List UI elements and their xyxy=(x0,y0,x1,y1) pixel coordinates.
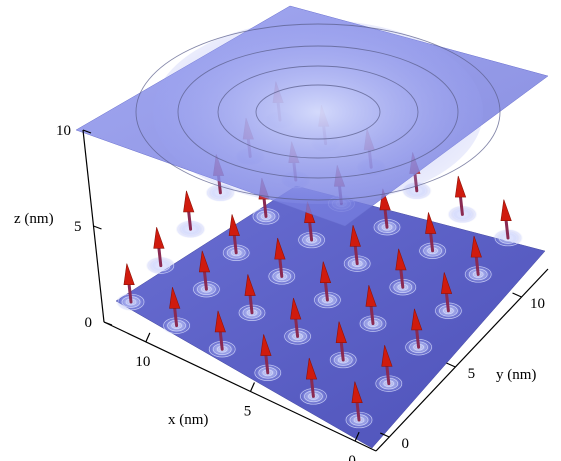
x-tick-label: 0 xyxy=(348,453,356,461)
x-axis-label: x (nm) xyxy=(168,412,208,428)
spin-arrow-head xyxy=(381,345,393,367)
spin-arrow-shaft xyxy=(248,294,254,315)
spin-arrow-head xyxy=(335,321,347,344)
spin-arrow-head xyxy=(274,237,286,260)
spin-arrow-head xyxy=(365,285,377,307)
spin-arrow-head xyxy=(244,274,256,296)
spin-arrow-shaft xyxy=(157,246,163,268)
spin-arrow-head xyxy=(123,263,135,286)
spin-arrow-shaft xyxy=(445,292,450,313)
z-axis-label: z (nm) xyxy=(14,211,54,227)
top-plane-glow xyxy=(153,20,483,204)
spin-arrow-shaft xyxy=(353,244,359,266)
spin-arrow-head xyxy=(349,225,361,247)
z-tick xyxy=(103,321,113,326)
spin-arrow-shaft xyxy=(339,341,345,362)
spin-arrow-head xyxy=(425,212,437,234)
z-tick-label: 0 xyxy=(85,315,93,331)
spin-arrow-head xyxy=(198,250,211,273)
z-tick xyxy=(93,225,102,230)
spin-arrow-head xyxy=(500,199,512,222)
spin-arrow-head xyxy=(183,190,195,213)
spin-arrow-head xyxy=(260,334,272,356)
spin-arrow-shaft xyxy=(504,219,510,240)
x-axis-line xyxy=(103,321,377,452)
z-tick-label: 10 xyxy=(56,123,71,139)
y-tick-label: 5 xyxy=(468,366,476,382)
x-tick xyxy=(354,431,360,442)
z-tick xyxy=(82,129,92,134)
spin-arrow-shaft xyxy=(262,197,268,218)
top-contour-ring xyxy=(135,23,501,201)
y-axis-label: y (nm) xyxy=(496,367,536,383)
spin-arrow-shaft xyxy=(399,268,405,289)
spin-arrow-shaft xyxy=(459,195,464,216)
y-tick xyxy=(379,432,390,438)
spin-arrow-head xyxy=(454,175,467,198)
spin-arrow-shaft xyxy=(308,221,314,242)
spin-arrow-shaft xyxy=(429,232,435,253)
spin-arrow-shaft xyxy=(415,328,421,349)
top-contour-ring xyxy=(255,84,381,140)
spin-arrow-head xyxy=(395,248,407,271)
x-tick xyxy=(249,382,256,392)
spin-arrow-shaft xyxy=(355,401,361,422)
spin-arrow-shaft xyxy=(383,208,389,229)
spin-arrow-head xyxy=(169,287,181,309)
spin-arrow-head xyxy=(440,272,453,294)
spin-arrow-shaft xyxy=(278,257,284,278)
spin-arrow-shaft xyxy=(474,255,480,276)
spin-arrow-head xyxy=(470,235,482,258)
spin-arrow-shaft xyxy=(324,281,329,302)
spin-arrow-head xyxy=(411,308,423,331)
spin-arrow-head xyxy=(228,214,240,236)
spin-arrow-shaft xyxy=(127,283,133,304)
spin-arrow-shaft xyxy=(232,234,238,255)
y-axis-line xyxy=(375,268,549,452)
x-tick-label: 5 xyxy=(244,403,252,419)
spin-arrow-shaft xyxy=(310,377,315,398)
top-plane-contours xyxy=(135,23,501,201)
y-tick-label: 10 xyxy=(530,296,545,312)
z-tick-label: 5 xyxy=(74,219,82,235)
x-tick xyxy=(145,332,151,343)
axis-tick-labels: 0 5 10 0 5 10 0 5 10 xyxy=(56,123,545,461)
x-tick-label: 10 xyxy=(135,354,150,370)
axis-ticks xyxy=(82,129,522,442)
y-tick xyxy=(512,292,522,298)
spin-arrow-head xyxy=(305,357,318,380)
spin-arrow-head xyxy=(153,227,165,249)
top-contour-ring xyxy=(217,65,419,159)
spin-arrow-shaft xyxy=(264,354,270,375)
spin-arrow-shaft xyxy=(385,364,391,386)
spin-arrow-shaft xyxy=(173,306,179,328)
spin-arrow-shaft xyxy=(203,270,208,291)
spin-arrow-shaft xyxy=(187,210,193,231)
spin-arrow-head xyxy=(214,310,226,333)
y-tick-label: 0 xyxy=(401,436,409,452)
spin-arrow-shaft xyxy=(218,330,224,351)
spin-arrow-shaft xyxy=(294,317,300,338)
spin-arrow-head xyxy=(351,381,363,404)
spin-arrow-head xyxy=(290,297,302,320)
spin-arrow-shaft xyxy=(369,304,375,326)
y-tick xyxy=(446,362,456,368)
top-contour-ring xyxy=(177,45,459,179)
spin-arrow-head xyxy=(319,261,332,284)
